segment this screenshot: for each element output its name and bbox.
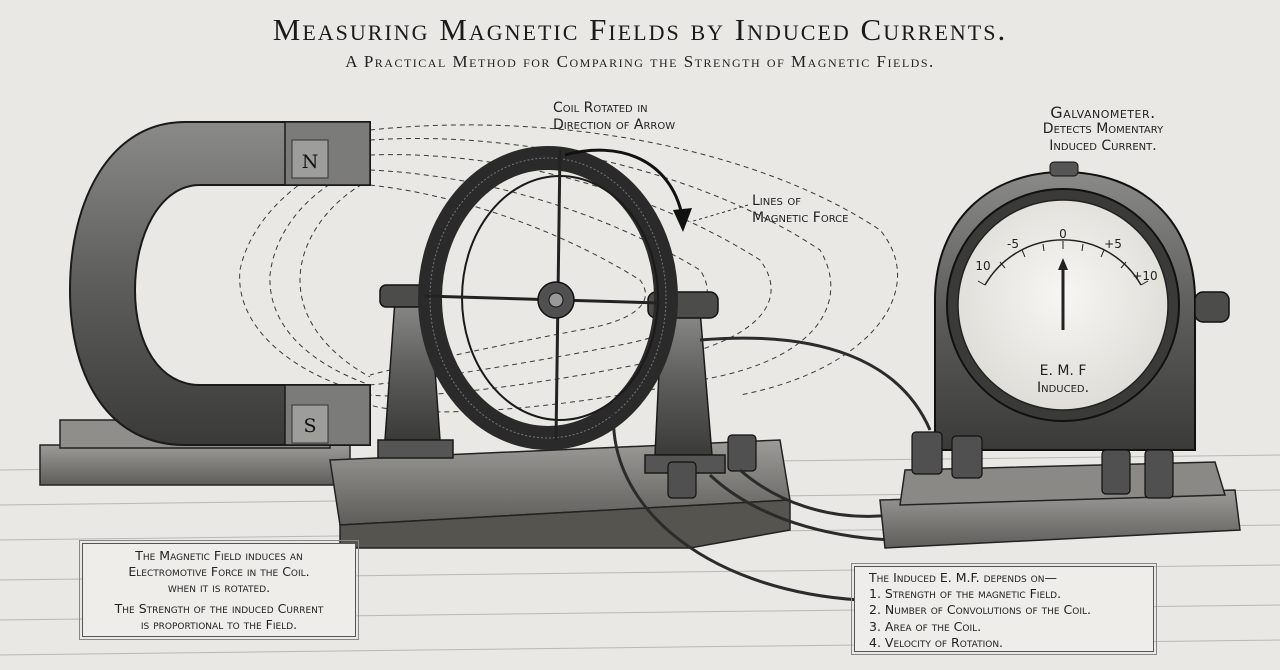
- note-box-left: The Magnetic Field induces an Electromot…: [79, 540, 359, 640]
- note-right-item-3: 3. Area of the Coil.: [869, 618, 982, 634]
- south-pole-label: S: [303, 415, 316, 437]
- horseshoe-magnet: [39, 121, 371, 486]
- rotation-arrow: [564, 148, 692, 232]
- page-subtitle: A Practical Method for Comparing the Str…: [345, 52, 935, 71]
- galvanometer-desc-line1: Detects Momentary: [1042, 121, 1164, 137]
- rotating-coil: [418, 146, 678, 450]
- emf-line2: Induced.: [1036, 380, 1090, 396]
- field-lines-label: Lines of Magnetic Force: [752, 193, 848, 227]
- page-title: Measuring Magnetic Fields by Induced Cur…: [272, 12, 1008, 47]
- galvanometer: [879, 161, 1241, 549]
- note-right-heading: The Induced E. M.F. depends on—: [869, 570, 1058, 585]
- coil-label-line1: Coil Rotated in: [553, 100, 648, 116]
- note-left-line1: The Magnetic Field induces an: [135, 548, 303, 563]
- note-right-item-2: 2. Number of Convolutions of the Coil.: [869, 602, 1091, 618]
- lines-label-line1: Lines of: [752, 193, 801, 209]
- terminals: [911, 431, 1174, 499]
- note-right-item-4: 4. Velocity of Rotation.: [869, 634, 1004, 650]
- galvanometer-label: Galvanometer. Detects Momentary Induced …: [1043, 104, 1163, 155]
- dial-label-left: 10: [975, 259, 990, 273]
- dial-label-zero: 0: [1059, 227, 1067, 241]
- galvanometer-desc-line2: Induced Current.: [1049, 138, 1157, 154]
- magnetic-field-lines: [239, 124, 898, 413]
- coil-label-line2: Direction of Arrow: [553, 117, 676, 133]
- note-left-line5: is proportional to the Field.: [140, 617, 298, 632]
- dial-label-minus5: -5: [1007, 237, 1019, 251]
- note-left-line3: when it is rotated.: [167, 580, 271, 595]
- dial-label-plus10: +10: [1132, 269, 1157, 283]
- lines-label-leader: [689, 204, 749, 223]
- galvanometer-title: Galvanometer.: [1050, 103, 1156, 122]
- north-pole-label: N: [302, 151, 319, 173]
- emf-line1: E. M. F: [1039, 363, 1087, 379]
- coil-stand: [329, 284, 791, 549]
- dial-label-plus5: +5: [1104, 237, 1122, 251]
- note-right-item-1: 1. Strength of the magnetic Field.: [869, 586, 1062, 602]
- note-left-line4: The Strength of the induced Current: [114, 601, 324, 616]
- lines-label-line2: Magnetic Force: [752, 210, 849, 226]
- coil-rotation-label: Coil Rotated in Direction of Arrow: [553, 100, 675, 134]
- emf-induced-label: E. M. F Induced.: [1037, 363, 1089, 397]
- note-box-right: The Induced E. M.F. depends on— 1. Stren…: [851, 563, 1157, 655]
- note-left-line2: Electromotive Force in the Coil.: [128, 564, 310, 579]
